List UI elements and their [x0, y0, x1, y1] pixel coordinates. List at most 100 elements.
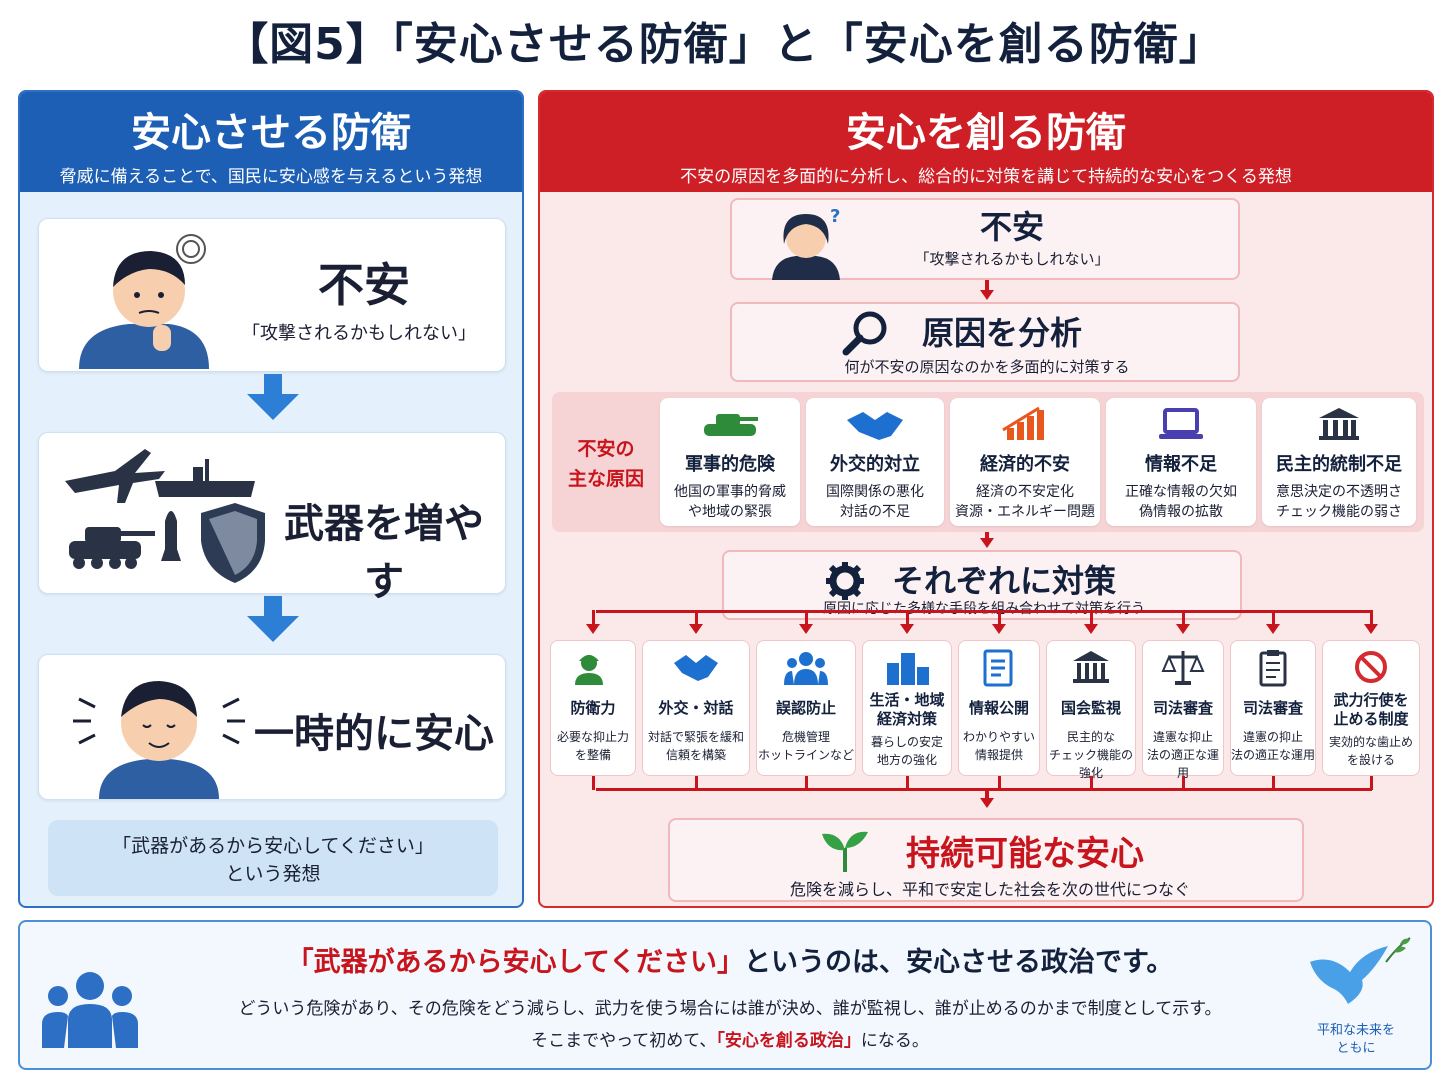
cause-title: 民主的統制不足 [1276, 454, 1402, 475]
measure-desc-1: 実効的な歯止め [1328, 735, 1413, 749]
right-anxiety-title: 不安 [979, 208, 1044, 246]
merge-line [1272, 776, 1275, 790]
cause-desc-1: 他国の軍事的脅威 [674, 484, 786, 500]
cause-desc-2: や地域の緊張 [688, 504, 772, 520]
arrow-stem [264, 374, 282, 394]
measure-desc-2: ホットラインなど [757, 748, 854, 762]
summary-line1-rest: というのは、安心させる政治です。 [744, 947, 1174, 978]
measure-desc-2: を整備 [574, 748, 611, 762]
city-icon [887, 653, 929, 685]
cause-desc-2: 偽情報の拡散 [1139, 504, 1223, 520]
stop-icon [1355, 651, 1387, 683]
measure-title: 司法審査 [1152, 699, 1213, 717]
left-panel: 安心させる防衛 脅威に備えることで、国民に安心感を与えるという発想 不安 「攻撃… [18, 90, 524, 908]
down-arrow-icon [900, 624, 914, 634]
dove-icon [1310, 937, 1411, 1004]
merge-line [1090, 776, 1093, 790]
bottom-summary: 「武器があるから安心してください」というのは、安心させる政治です。 どういう危険… [18, 920, 1432, 1070]
down-arrow-icon [247, 616, 299, 642]
branch-line [592, 610, 595, 626]
tank-icon [704, 414, 758, 436]
building-icon [1319, 408, 1359, 440]
down-arrow-icon [1176, 624, 1190, 634]
right-panel: 安心を創る防衛 不安の原因を多面的に分析し、総合的に対策を講じて持続的な安心をつ… [538, 90, 1434, 908]
measure-desc-1: 必要な抑止力 [556, 730, 629, 744]
flow-line [985, 280, 989, 290]
soldier-icon [575, 655, 603, 685]
measure-desc-1: わかりやすい [962, 730, 1035, 744]
people-icon [784, 652, 828, 685]
measure-desc-1: 危機管理 [781, 730, 830, 744]
down-arrow-icon [980, 798, 994, 808]
measure-title: 防衛力 [570, 699, 616, 717]
left-subheading: 脅威に備えることで、国民に安心感を与えるという発想 [59, 167, 483, 187]
step-weapons-card: 武器を増やす [38, 432, 506, 605]
measures-heading-desc: 原因に応じた多様な手段を組み合わせて対策を行う [823, 601, 1145, 617]
summary-line2: どういう危険があり、その危険をどう減らし、武力を使う場合には誰が決め、誰が監視し… [238, 999, 1222, 1019]
left-note: 「武器があるから安心してください」 という発想 [48, 820, 498, 896]
step-anxiety-title: 不安 [318, 258, 410, 312]
result-desc: 危険を減らし、平和で安定した社会を次の世代につなぐ [789, 880, 1190, 899]
cause-card: 情報不足正確な情報の欠如偽情報の拡散 [1106, 398, 1256, 526]
right-panel-header: 安心を創る防衛 不安の原因を多面的に分析し、総合的に対策を講じて持続的な安心をつ… [540, 92, 1432, 192]
right-subheading: 不安の原因を多面的に分析し、総合的に対策を講じて持続的な安心をつくる発想 [680, 167, 1292, 187]
cause-desc-2: 資源・エネルギー問題 [955, 504, 1095, 520]
down-arrow-icon [799, 624, 813, 634]
analysis-desc: 何が不安の原因なのかを多面的に対策する [844, 358, 1130, 376]
summary-line3-pre: そこまでやって初めて、 [531, 1031, 717, 1051]
cause-desc-2: 対話の不足 [840, 504, 910, 520]
merge-line [906, 776, 909, 790]
measure-card: 誤認防止危機管理ホットラインなど [756, 640, 856, 776]
right-heading: 安心を創る防衛 [846, 110, 1126, 156]
down-arrow-icon [689, 624, 703, 634]
measure-card: 武力行使を 止める制度実効的な歯止めを設ける [1322, 640, 1420, 776]
down-arrow-icon [992, 624, 1006, 634]
magnifier-icon [842, 311, 887, 356]
merge-line [1370, 776, 1373, 790]
measure-desc-1: 対話で緊張を緩和 [647, 730, 744, 744]
step-relief-card: 一時的に安心 [38, 654, 506, 800]
measure-title: 情報公開 [968, 699, 1029, 717]
summary-line3: そこまでやって初めて、「安心を創る政治」になる。 [160, 1026, 1300, 1051]
worried-woman-icon: ? [772, 206, 840, 280]
summary-line1-red: 「武器があるから安心してください」 [286, 947, 745, 978]
down-arrow-icon [586, 624, 600, 634]
page-title: 【図5】「安心させる防衛」と「安心を創る防衛」 [224, 19, 1224, 70]
merge-line [592, 776, 595, 790]
left-note-line1: 「武器があるから安心してください」 [112, 835, 434, 857]
measure-card: 外交・対話対話で緊張を緩和信頼を構築 [642, 640, 750, 776]
measure-desc-2: チェック機能の強化 [1048, 748, 1133, 780]
down-arrow-icon [247, 394, 299, 420]
analysis-box: 原因を分析 何が不安の原因なのかを多面的に対策する [730, 302, 1240, 382]
cause-title: 軍事的危険 [685, 454, 775, 475]
cause-title: 外交的対立 [830, 454, 920, 475]
cause-card: 外交的対立国際関係の悪化対話の不足 [806, 398, 944, 526]
merge-line [695, 776, 698, 790]
measure-desc-2: 情報提供 [974, 748, 1023, 762]
document-icon [983, 649, 1013, 687]
measure-title: 誤認防止 [775, 699, 836, 717]
cause-desc-1: 正確な情報の欠如 [1125, 484, 1237, 500]
measure-desc-1: 違憲の抑止 [1242, 730, 1303, 744]
step-anxiety-card: 不安 「攻撃されるかもしれない」 [38, 218, 506, 372]
cause-desc-1: 国際関係の悪化 [826, 484, 924, 500]
measures-heading-title: それぞれに対策 [891, 562, 1116, 600]
summary-line3-post: になる。 [860, 1031, 929, 1051]
flow-line [985, 532, 989, 540]
result-box: 持続可能な安心 危険を減らし、平和で安定した社会を次の世代につなぐ [668, 818, 1304, 902]
measure-desc-2: 法の適正な運用 [1146, 748, 1219, 780]
right-anxiety-desc: 「攻撃されるかもしれない」 [914, 250, 1110, 268]
cause-title: 経済的不安 [980, 454, 1070, 475]
branch-line [1182, 610, 1185, 626]
cause-card: 民主的統制不足意思決定の不透明さチェック機能の弱さ [1262, 398, 1416, 526]
cause-desc-1: 意思決定の不透明さ [1276, 484, 1402, 500]
svg-text:?: ? [830, 206, 840, 227]
branch-line [1272, 610, 1275, 626]
step-weapons-title: 武器を増やす [284, 501, 484, 605]
branch-line [906, 610, 909, 626]
people-group-icon [42, 972, 138, 1048]
branch-line [1090, 610, 1093, 626]
relieved-person-icon [73, 681, 245, 799]
chart-icon [1002, 406, 1044, 440]
merge-line [998, 776, 1001, 790]
